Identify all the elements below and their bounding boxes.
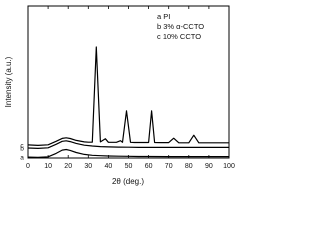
- y-axis-label: Intensity (a.u.): [4, 56, 13, 107]
- x-tick-label-30: 30: [84, 163, 92, 170]
- legend-entry-a: a PI: [157, 12, 170, 21]
- x-tick-label-80: 80: [185, 163, 193, 170]
- legend-entry-c: c 10% CCTO: [157, 32, 201, 41]
- x-tick-label-60: 60: [145, 163, 153, 170]
- xrd-chart: 0 10 20 30 40 50 60 70 80 90 100 abc a PI b 3% α-C…: [4, 5, 235, 186]
- curve-labels-layer: abc: [20, 142, 24, 161]
- x-tick-label-40: 40: [105, 163, 113, 170]
- series-line-c: [27, 46, 229, 146]
- series-line-a: [27, 148, 229, 158]
- curves-layer: [27, 46, 229, 158]
- series-line-b: [27, 140, 229, 149]
- x-tick-label-90: 90: [205, 163, 213, 170]
- x-tick-label-20: 20: [64, 163, 72, 170]
- curve-label-c: c: [20, 142, 24, 149]
- x-tick-label-50: 50: [125, 163, 133, 170]
- legend-entry-b: b 3% α-CCTO: [157, 22, 204, 31]
- x-ticks-layer: 0 10 20 30 40 50 60 70 80 90 100: [26, 6, 235, 170]
- curve-label-b: b: [20, 145, 24, 152]
- curve-label-a: a: [20, 155, 24, 162]
- x-tick-label-10: 10: [44, 163, 52, 170]
- x-axis-label: 2θ (deg.): [112, 177, 144, 186]
- x-tick-label-0: 0: [26, 163, 30, 170]
- x-tick-label-70: 70: [165, 163, 173, 170]
- legend: a PI b 3% α-CCTO c 10% CCTO: [157, 12, 204, 41]
- x-tick-label-100: 100: [223, 163, 235, 170]
